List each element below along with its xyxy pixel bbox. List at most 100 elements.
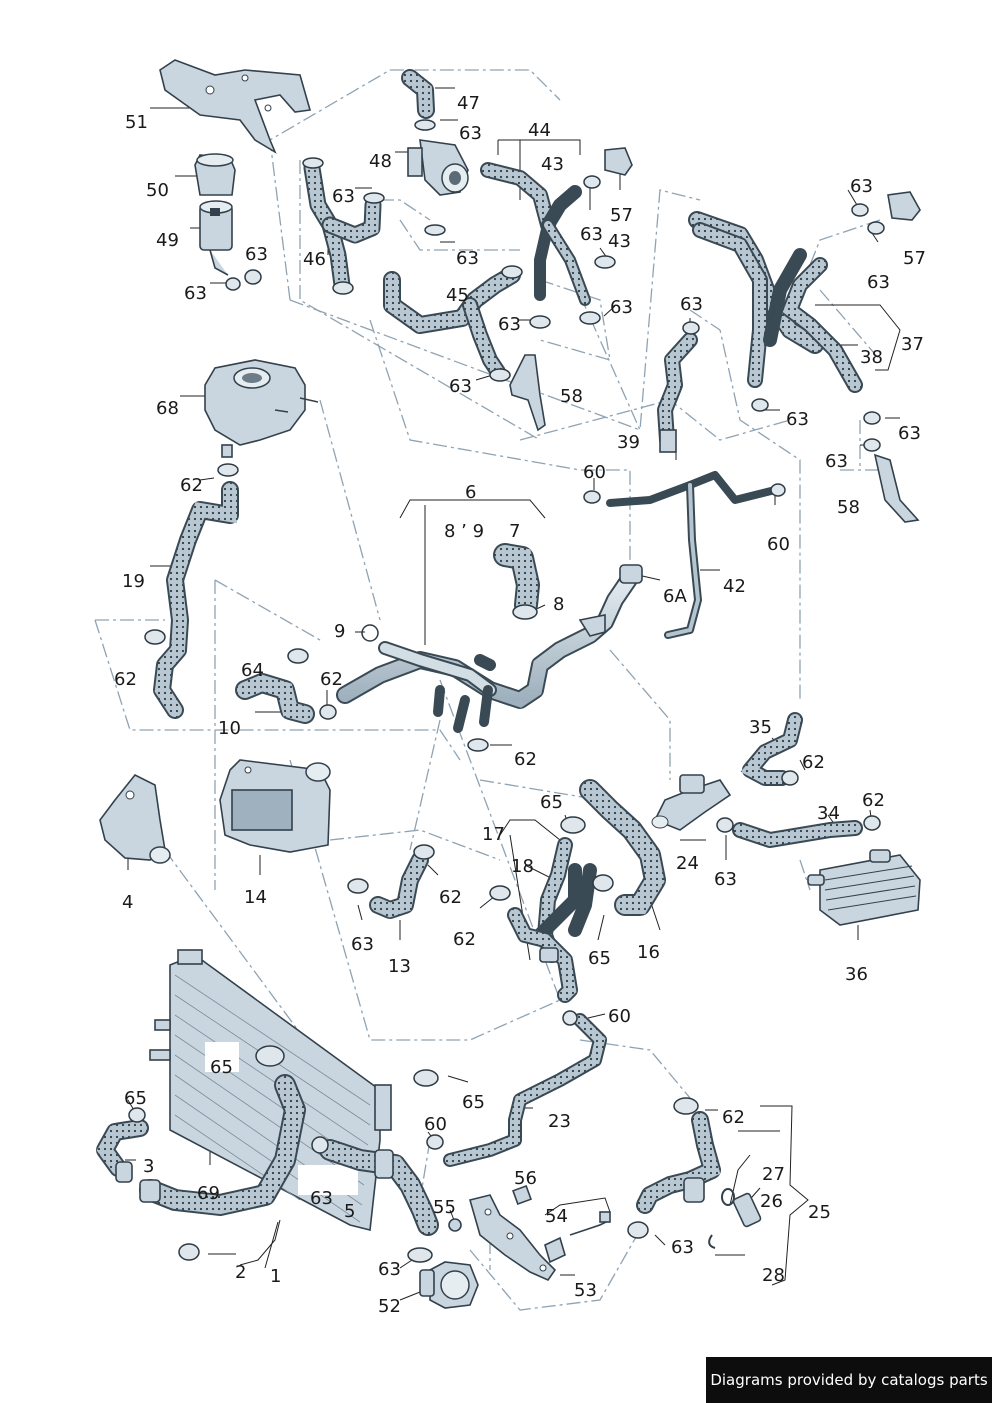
label-25: 25 bbox=[808, 1202, 831, 1223]
label-38: 38 bbox=[860, 347, 883, 368]
label-35: 35 bbox=[749, 717, 772, 738]
label-23: 23 bbox=[548, 1111, 571, 1132]
label-18: 18 bbox=[511, 856, 534, 877]
label-65: 65 bbox=[588, 948, 611, 969]
aux-pump-49 bbox=[199, 200, 233, 276]
oil-cooler-36 bbox=[807, 849, 921, 926]
label-6A: 6A bbox=[663, 586, 687, 607]
label-43: 43 bbox=[541, 154, 564, 175]
valve-48 bbox=[407, 139, 469, 196]
hose-13 bbox=[369, 851, 429, 919]
label-65: 65 bbox=[462, 1092, 485, 1113]
label-63: 63 bbox=[680, 294, 703, 315]
label-54: 54 bbox=[545, 1206, 568, 1227]
label-63: 63 bbox=[310, 1188, 333, 1209]
aux-pump-52 bbox=[419, 1261, 479, 1309]
label-17: 17 bbox=[482, 824, 505, 845]
hose-25 bbox=[636, 1111, 762, 1249]
label-62: 62 bbox=[114, 669, 137, 690]
label-19: 19 bbox=[122, 571, 145, 592]
fasteners bbox=[448, 1185, 611, 1264]
label-63: 63 bbox=[898, 423, 921, 444]
label-52: 52 bbox=[378, 1296, 401, 1317]
label-63: 63 bbox=[184, 283, 207, 304]
hose-2 bbox=[139, 1074, 306, 1216]
coolant-pipe-6 bbox=[336, 564, 643, 733]
label-63: 63 bbox=[825, 451, 848, 472]
hose-17-18 bbox=[507, 837, 597, 1003]
label-64: 64 bbox=[241, 660, 264, 681]
label-27: 27 bbox=[762, 1164, 785, 1185]
label-62: 62 bbox=[862, 790, 885, 811]
hose-clamps bbox=[128, 119, 885, 1263]
hose-10 bbox=[235, 673, 315, 724]
label-62: 62 bbox=[439, 887, 462, 908]
label-39: 39 bbox=[617, 432, 640, 453]
label-62: 62 bbox=[514, 749, 537, 770]
elbow-7 bbox=[493, 543, 540, 617]
label-55: 55 bbox=[433, 1197, 456, 1218]
label-6: 6 bbox=[465, 482, 476, 503]
label-7: 7 bbox=[509, 521, 520, 542]
label-44: 44 bbox=[528, 120, 551, 141]
label-48: 48 bbox=[369, 151, 392, 172]
label-62: 62 bbox=[180, 475, 203, 496]
label-63: 63 bbox=[867, 272, 890, 293]
label-26: 26 bbox=[760, 1191, 783, 1212]
label-4: 4 bbox=[122, 892, 133, 913]
label-3: 3 bbox=[143, 1156, 154, 1177]
label-43: 43 bbox=[608, 231, 631, 252]
label-28: 28 bbox=[762, 1265, 785, 1286]
label-45: 45 bbox=[446, 285, 469, 306]
label-62: 62 bbox=[453, 929, 476, 950]
label-63: 63 bbox=[580, 224, 603, 245]
label-56: 56 bbox=[514, 1168, 537, 1189]
hose-35-34 bbox=[732, 712, 863, 848]
label-8: 8 bbox=[553, 594, 564, 615]
label-60: 60 bbox=[608, 1006, 631, 1027]
radiator-69 bbox=[149, 949, 392, 1231]
hose-group-37 bbox=[604, 147, 921, 523]
attribution-footer: Diagrams provided by catalogs parts bbox=[706, 1357, 992, 1403]
label-1: 1 bbox=[270, 1266, 281, 1287]
bracket-53 bbox=[469, 1194, 557, 1281]
label-42: 42 bbox=[723, 576, 746, 597]
label-60: 60 bbox=[767, 534, 790, 555]
hose-23 bbox=[443, 1013, 607, 1167]
label-24: 24 bbox=[676, 853, 699, 874]
label-63: 63 bbox=[456, 248, 479, 269]
hose-3 bbox=[96, 1119, 149, 1183]
label-63: 63 bbox=[332, 186, 355, 207]
label-34: 34 bbox=[817, 803, 840, 824]
label-37: 37 bbox=[901, 334, 924, 355]
hose-19 bbox=[153, 481, 239, 719]
label-63: 63 bbox=[714, 869, 737, 890]
label-57: 57 bbox=[903, 248, 926, 269]
label-8-9: 8 ’ 9 bbox=[444, 521, 484, 542]
label-63: 63 bbox=[786, 409, 809, 430]
label-63: 63 bbox=[378, 1259, 401, 1280]
label-65: 65 bbox=[540, 792, 563, 813]
label-68: 68 bbox=[156, 398, 179, 419]
label-65: 65 bbox=[210, 1057, 233, 1078]
label-53: 53 bbox=[574, 1280, 597, 1301]
hose-16 bbox=[579, 779, 666, 916]
label-58: 58 bbox=[837, 497, 860, 518]
label-60: 60 bbox=[424, 1114, 447, 1135]
label-57: 57 bbox=[610, 205, 633, 226]
expansion-tank-68 bbox=[204, 359, 319, 458]
label-46: 46 bbox=[303, 249, 326, 270]
label-14: 14 bbox=[244, 887, 267, 908]
thermostat-24 bbox=[651, 774, 732, 831]
label-63: 63 bbox=[449, 376, 472, 397]
label-62: 62 bbox=[802, 752, 825, 773]
bracket-51 bbox=[159, 59, 312, 154]
label-16: 16 bbox=[637, 942, 660, 963]
label-62: 62 bbox=[320, 669, 343, 690]
label-63: 63 bbox=[245, 244, 268, 265]
label-51: 51 bbox=[125, 112, 148, 133]
label-5: 5 bbox=[344, 1201, 355, 1222]
label-63: 63 bbox=[850, 176, 873, 197]
label-10: 10 bbox=[218, 718, 241, 739]
